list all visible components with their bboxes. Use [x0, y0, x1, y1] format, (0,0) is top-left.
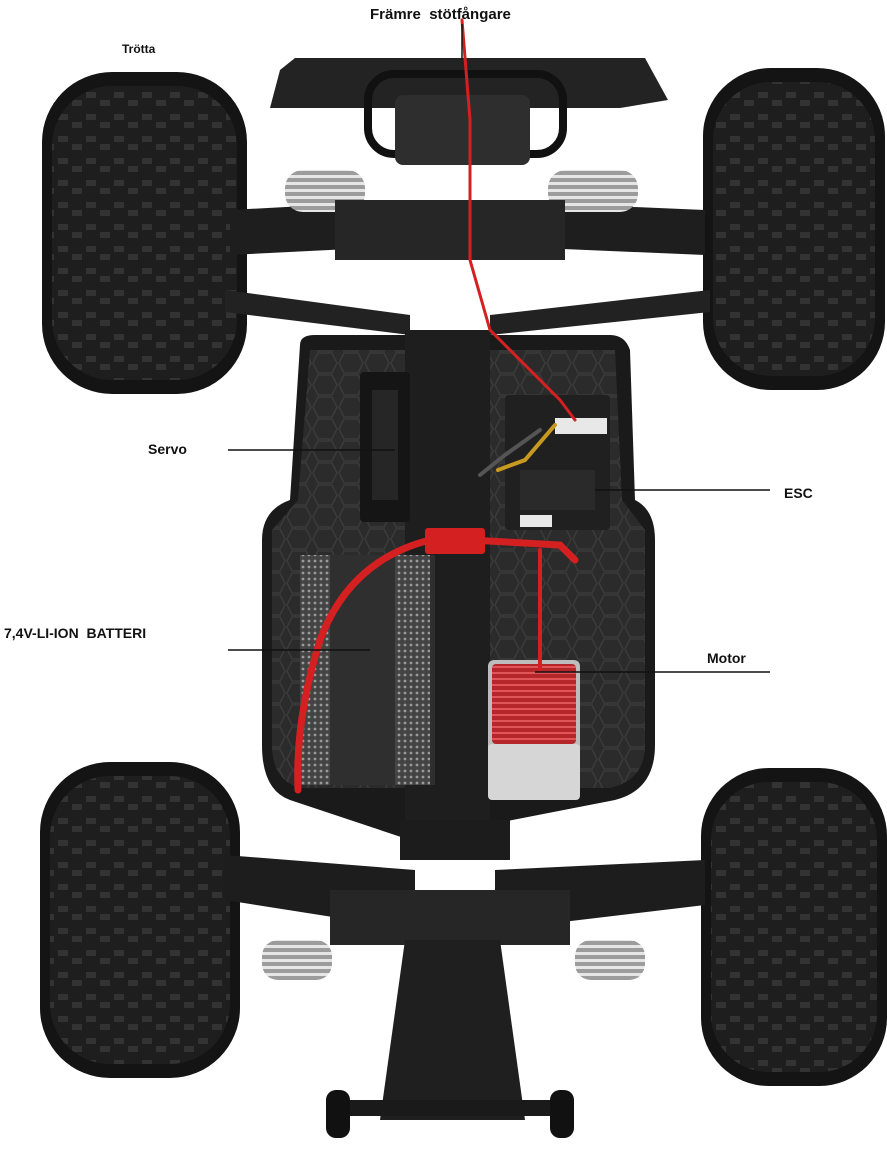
- wiring: [294, 18, 579, 794]
- wheelie-bar: [326, 940, 574, 1138]
- front-bumper: [270, 58, 668, 165]
- servo: [360, 372, 410, 522]
- tire-front-right: [703, 68, 885, 390]
- servo-label: Servo: [148, 441, 187, 457]
- front-suspension: [225, 170, 710, 335]
- rear-suspension: [225, 855, 705, 980]
- motor-label: Motor: [707, 650, 746, 666]
- tire-label: Trötta: [122, 42, 156, 56]
- esc: [505, 395, 610, 530]
- battery-label: 7,4V-LI-ION BATTERI: [4, 625, 147, 641]
- motor: [488, 660, 580, 800]
- battery: [300, 555, 435, 785]
- tire-rear-left: [40, 762, 240, 1078]
- leader-lines: [228, 24, 770, 673]
- tire-rear-right: [701, 768, 887, 1086]
- tire-front-left: [42, 72, 247, 394]
- front-bumper-label: Främre stötfångare: [370, 6, 511, 23]
- esc-label: ESC: [784, 485, 813, 501]
